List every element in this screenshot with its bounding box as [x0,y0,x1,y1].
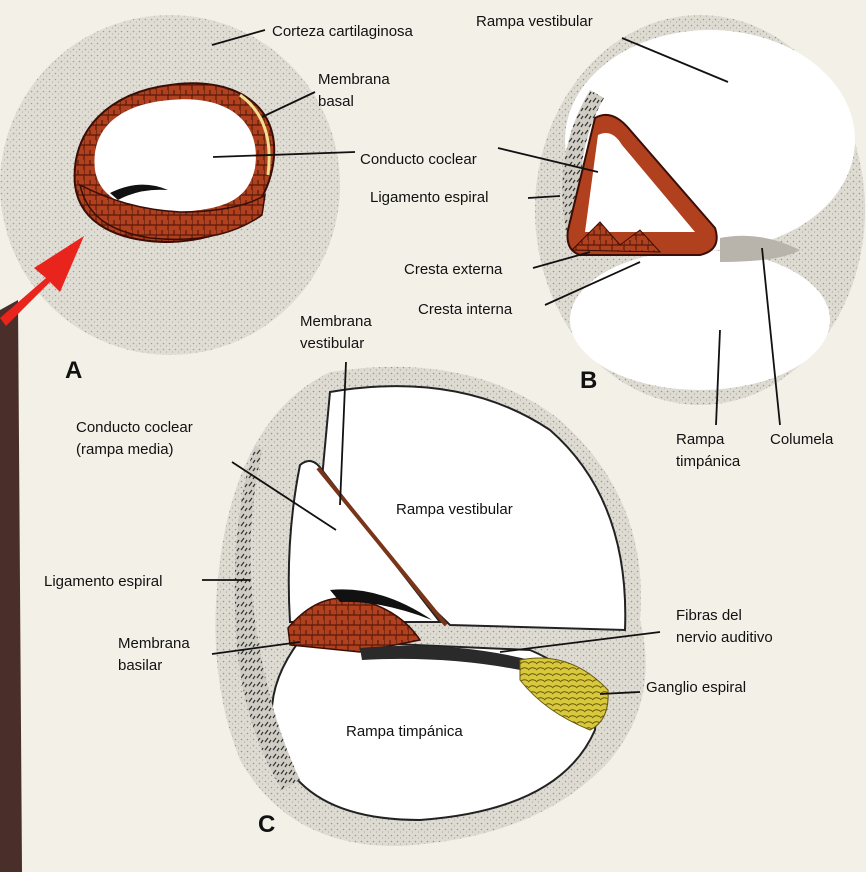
label-fibras-1: Fibras del [676,607,742,624]
label-ligamento-espiral-b: Ligamento espiral [370,189,488,206]
label-membrana-vestibular-1: Membrana [300,313,372,330]
label-rampa-vestibular-b: Rampa vestibular [476,13,593,30]
label-conducto-coclear-c-2: (rampa media) [76,441,174,458]
label-rampa-timpanica-c: Rampa timpánica [346,723,463,740]
label-fibras-2: nervio auditivo [676,629,773,646]
label-corteza-cartilaginosa: Corteza cartilaginosa [272,23,414,40]
panel-letter-c: C [258,811,275,838]
label-rampa-vestibular-c: Rampa vestibular [396,501,513,518]
label-conducto-coclear-a: Conducto coclear [360,151,477,168]
label-ligamento-espiral-c: Ligamento espiral [44,573,162,590]
panel-letter-b: B [580,367,597,394]
label-membrana-vestibular-2: vestibular [300,335,364,352]
label-membrana-basal-2: basal [318,93,354,110]
label-ganglio-espiral: Ganglio espiral [646,679,746,696]
label-conducto-coclear-c-1: Conducto coclear [76,419,193,436]
label-membrana-basilar-1: Membrana [118,635,190,652]
label-rampa-timpanica-b-1: Rampa [676,431,725,448]
label-columela: Columela [770,431,834,448]
label-rampa-timpanica-b-2: timpánica [676,453,741,470]
panel-letter-a: A [65,357,82,384]
label-cresta-externa: Cresta externa [404,261,503,278]
label-cresta-interna: Cresta interna [418,301,513,318]
label-membrana-basal-1: Membrana [318,71,390,88]
scala-tympani-b [570,250,830,390]
label-membrana-basilar-2: basilar [118,657,162,674]
